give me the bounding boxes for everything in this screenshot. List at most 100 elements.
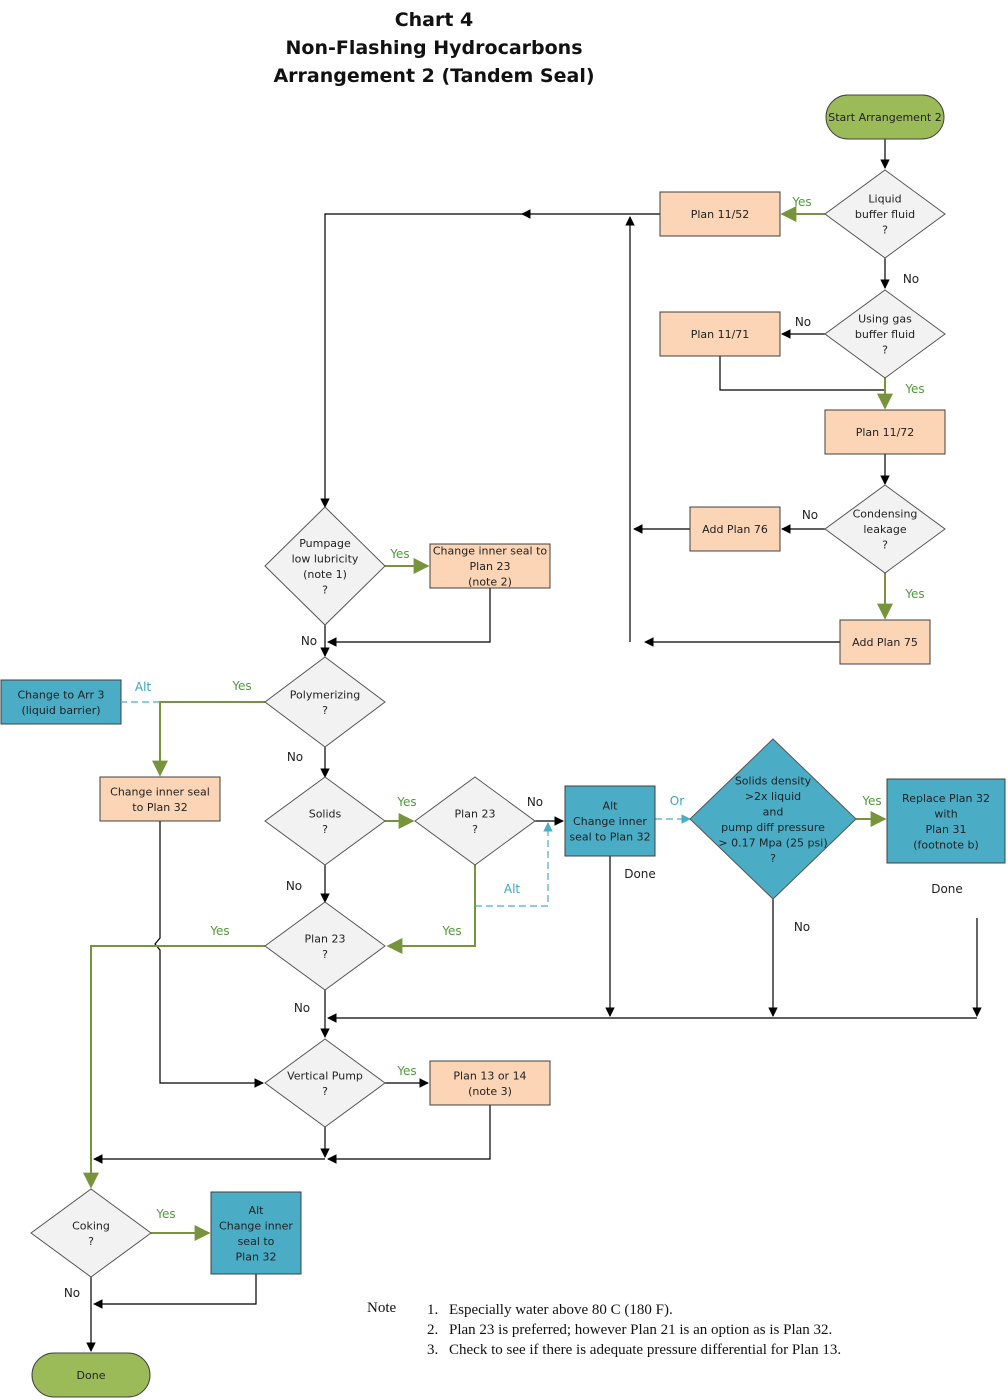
node-text: seal to	[238, 1235, 275, 1248]
node-plan-11-71: Plan 11/71	[659, 311, 781, 357]
edge-label-no: No	[794, 920, 810, 934]
note-item: 1.Especially water above 80 C (180 F).	[427, 1300, 987, 1320]
node-text: Plan 13 or 14	[453, 1069, 526, 1082]
node-plan-13-14: Plan 13 or 14(note 3)	[429, 1060, 551, 1106]
node-shape	[825, 94, 945, 140]
edge-label-yes: Yes	[904, 587, 924, 601]
node-shape	[264, 776, 386, 866]
node-text: Start Arrangement 2	[828, 111, 941, 124]
node-shape	[824, 169, 946, 259]
notes-header: Note	[367, 1300, 397, 1316]
node-text: Change inner	[219, 1219, 293, 1232]
node-text: seal to Plan 32	[569, 831, 650, 844]
node-text: Condensing	[853, 508, 918, 521]
node-shape	[30, 1188, 152, 1278]
node-text: low lubricity	[292, 552, 359, 565]
node-text: Plan 11/72	[856, 426, 915, 439]
node-plan23-a: Plan 23?	[414, 776, 536, 866]
connectors	[83, 139, 982, 1352]
node-text: Replace Plan 32	[902, 792, 990, 805]
node-text: Vertical Pump	[287, 1069, 363, 1082]
node-text: Plan 32	[236, 1250, 277, 1263]
note-text: Check to see if there is adequate pressu…	[449, 1342, 842, 1358]
edge-label-no: No	[795, 315, 811, 329]
edge-change23-return	[327, 588, 491, 647]
edge-label-no: Done	[931, 882, 963, 896]
node-coking: Coking?	[30, 1188, 152, 1278]
node-vertical: Vertical Pump?	[264, 1038, 386, 1128]
node-using-gas: Using gas buffer fluid?	[824, 289, 946, 379]
node-text: ?	[88, 1235, 94, 1248]
title-line-3: Arrangement 2 (Tandem Seal)	[273, 65, 595, 87]
edge-label-alt: Alt	[135, 680, 152, 694]
node-shape	[99, 776, 221, 822]
node-text: ?	[882, 344, 888, 357]
edge-label-no: No	[527, 795, 543, 809]
edge-label-alt: Alt	[504, 882, 521, 896]
edge-label-no: Done	[624, 867, 656, 881]
edge-label-yes: Yes	[396, 1064, 416, 1078]
node-shape	[429, 1060, 551, 1106]
edge-1171-merge	[719, 356, 885, 391]
node-plan-11-72: Plan 11/72	[824, 409, 946, 455]
node-text: buffer fluid	[855, 208, 915, 221]
edge-label-yes: Yes	[791, 195, 811, 209]
node-text: Change to Arr 3	[17, 688, 104, 701]
node-shape	[0, 679, 122, 725]
node-shape	[824, 409, 946, 455]
edge-altcoking-return	[93, 1274, 257, 1309]
note-item: 2.Plan 23 is preferred; however Plan 21 …	[427, 1320, 987, 1340]
node-start: Start Arrangement 2	[825, 94, 945, 140]
edge-label-no: No	[301, 634, 317, 648]
node-text: Change inner seal to	[433, 545, 548, 558]
node-text: leakage	[863, 523, 906, 536]
node-text: Solids density	[735, 774, 812, 787]
note-number: 1.	[427, 1302, 439, 1318]
node-text: Coking	[72, 1219, 110, 1232]
node-plan-11-52: Plan 11/52	[659, 191, 781, 237]
node-text: Plan 23	[455, 807, 496, 820]
node-text: Alt	[603, 800, 619, 813]
node-text: ?	[322, 583, 328, 596]
node-shape	[429, 543, 551, 589]
edge-label-no: No	[64, 1286, 80, 1300]
node-shape	[210, 1191, 302, 1275]
edge-label-no: No	[802, 508, 818, 522]
title-line-2: Non-Flashing Hydrocarbons	[285, 37, 583, 59]
node-text: with	[934, 807, 957, 820]
node-text: ?	[882, 224, 888, 237]
node-shape	[264, 901, 386, 991]
edge-label-yes: Yes	[904, 382, 924, 396]
node-text: Alt	[249, 1204, 265, 1217]
node-text: Add Plan 75	[852, 636, 918, 649]
node-done: Done	[31, 1352, 151, 1398]
node-text: Change inner	[573, 815, 647, 828]
node-text: > 0.17 Mpa (25 psi)	[718, 836, 827, 849]
node-text: Using gas	[858, 313, 912, 326]
node-add-plan-75: Add Plan 75	[839, 619, 931, 665]
edge-label-yes: Yes	[231, 679, 251, 693]
node-text: ?	[770, 852, 776, 865]
edge-label-no: No	[287, 750, 303, 764]
node-shape	[689, 738, 857, 900]
node-change-arr3: Change to Arr 3(liquid barrier)	[0, 679, 122, 725]
node-shape	[414, 776, 536, 866]
edge-label-no: No	[903, 272, 919, 286]
node-shape	[264, 1038, 386, 1128]
node-shape	[824, 484, 946, 574]
node-text: buffer fluid	[855, 328, 915, 341]
node-shape	[31, 1352, 151, 1398]
node-shape	[824, 289, 946, 379]
node-shape	[264, 656, 386, 748]
edge-label-yes: Yes	[389, 547, 409, 561]
note-number: 2.	[427, 1322, 439, 1338]
node-text: (footnote b)	[913, 838, 979, 851]
note-item: 3.Check to see if there is adequate pres…	[427, 1340, 987, 1360]
